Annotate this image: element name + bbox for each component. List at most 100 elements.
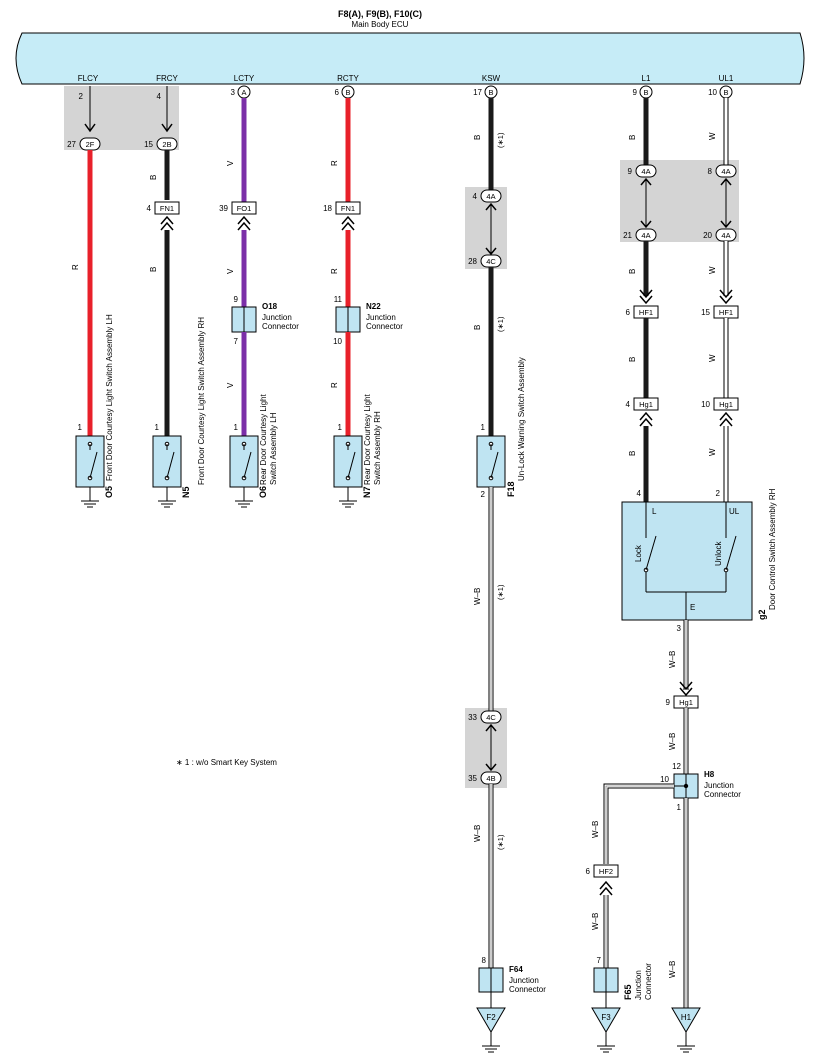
svg-text:(∗1): (∗1) bbox=[496, 584, 505, 600]
svg-text:Hg1: Hg1 bbox=[719, 400, 733, 409]
svg-text:B: B bbox=[345, 88, 350, 97]
svg-text:(∗1): (∗1) bbox=[496, 132, 505, 148]
svg-text:B: B bbox=[628, 357, 637, 362]
svg-text:4C: 4C bbox=[486, 257, 496, 266]
svg-text:B: B bbox=[473, 135, 482, 140]
ecu-subtitle: Main Body ECU bbox=[352, 20, 409, 29]
svg-text:F2: F2 bbox=[486, 1013, 496, 1022]
svg-text:V: V bbox=[226, 268, 235, 274]
svg-text:HF1: HF1 bbox=[719, 308, 733, 317]
svg-text:W–B: W–B bbox=[668, 651, 677, 668]
svg-text:Switch Assembly RH: Switch Assembly RH bbox=[373, 411, 382, 485]
terminal-flcy: FLCY bbox=[78, 74, 99, 83]
pin-frcy: 4 bbox=[157, 92, 162, 101]
svg-text:(∗1): (∗1) bbox=[496, 834, 505, 850]
svg-text:Un-Lock Warning Switch Assembl: Un-Lock Warning Switch Assembly bbox=[517, 357, 526, 481]
svg-text:B: B bbox=[643, 88, 648, 97]
svg-text:FN1: FN1 bbox=[341, 204, 355, 213]
svg-text:2F: 2F bbox=[86, 140, 95, 149]
svg-text:W–B: W–B bbox=[473, 588, 482, 605]
svg-text:R: R bbox=[71, 264, 80, 270]
svg-text:W–B: W–B bbox=[591, 913, 600, 930]
svg-text:Rear Door Courtesy Light: Rear Door Courtesy Light bbox=[259, 394, 268, 485]
svg-text:Rear Door Courtesy Light: Rear Door Courtesy Light bbox=[363, 394, 372, 485]
label-o6: O6 bbox=[258, 486, 268, 498]
svg-text:B: B bbox=[628, 451, 637, 456]
svg-text:W–B: W–B bbox=[591, 821, 600, 838]
connector-4c-ksw2 bbox=[480, 710, 502, 724]
svg-text:HF2: HF2 bbox=[599, 867, 613, 876]
ground-h1 bbox=[671, 1007, 701, 1033]
svg-text:1: 1 bbox=[155, 423, 160, 432]
svg-text:15: 15 bbox=[701, 308, 710, 317]
svg-text:20: 20 bbox=[703, 231, 712, 240]
svg-text:L: L bbox=[652, 507, 657, 516]
svg-text:Connector: Connector bbox=[262, 322, 299, 331]
svg-text:W: W bbox=[708, 354, 717, 362]
connector-fn1-frcy bbox=[154, 201, 180, 215]
svg-text:Junction: Junction bbox=[366, 313, 396, 322]
svg-text:H8: H8 bbox=[704, 770, 715, 779]
door-control-switch-g2 bbox=[621, 501, 753, 621]
svg-text:UL: UL bbox=[729, 507, 740, 516]
svg-text:W–B: W–B bbox=[668, 733, 677, 750]
label-o5: O5 bbox=[104, 486, 114, 498]
svg-text:Connector: Connector bbox=[704, 790, 741, 799]
svg-text:9: 9 bbox=[234, 295, 239, 304]
terminal-ksw: KSW bbox=[482, 74, 501, 83]
svg-text:Door Control Switch Assembly R: Door Control Switch Assembly RH bbox=[768, 488, 777, 610]
label-n5: N5 bbox=[181, 486, 191, 498]
connector-fo1 bbox=[231, 201, 257, 215]
ground-f3 bbox=[591, 1007, 621, 1033]
svg-text:3: 3 bbox=[677, 624, 682, 633]
connector-4a-l1 bbox=[635, 164, 657, 178]
svg-text:10: 10 bbox=[660, 775, 669, 784]
svg-text:7: 7 bbox=[597, 956, 602, 965]
svg-text:28: 28 bbox=[468, 257, 477, 266]
svg-text:11: 11 bbox=[334, 295, 343, 304]
svg-text:F3: F3 bbox=[601, 1013, 611, 1022]
svg-text:Connector: Connector bbox=[644, 963, 653, 1000]
svg-text:B: B bbox=[628, 269, 637, 274]
svg-text:8: 8 bbox=[708, 167, 713, 176]
wire-wb-h8-f65 bbox=[603, 783, 674, 864]
connector-hg1-l1 bbox=[633, 397, 659, 411]
svg-text:1: 1 bbox=[338, 423, 343, 432]
svg-text:B: B bbox=[473, 325, 482, 330]
label-g2: g2 bbox=[757, 609, 767, 620]
svg-text:FN1: FN1 bbox=[160, 204, 174, 213]
svg-text:Junction: Junction bbox=[509, 976, 539, 985]
svg-text:Front Door Courtesy Light Swit: Front Door Courtesy Light Switch Assembl… bbox=[197, 317, 206, 485]
svg-text:6: 6 bbox=[586, 867, 591, 876]
svg-text:R: R bbox=[330, 268, 339, 274]
svg-text:1: 1 bbox=[78, 423, 83, 432]
svg-text:W: W bbox=[708, 266, 717, 274]
svg-text:9: 9 bbox=[633, 88, 638, 97]
svg-text:E: E bbox=[690, 603, 695, 612]
svg-text:3: 3 bbox=[231, 88, 236, 97]
svg-text:17: 17 bbox=[473, 88, 482, 97]
ecu-title: F8(A), F9(B), F10(C) bbox=[338, 9, 422, 19]
svg-text:9: 9 bbox=[666, 698, 671, 707]
svg-text:Lock: Lock bbox=[634, 544, 643, 562]
svg-text:10: 10 bbox=[701, 400, 710, 409]
svg-text:Junction: Junction bbox=[634, 970, 643, 1000]
svg-text:Hg1: Hg1 bbox=[639, 400, 653, 409]
svg-text:10: 10 bbox=[333, 337, 342, 346]
svg-text:9: 9 bbox=[628, 167, 633, 176]
svg-text:15: 15 bbox=[144, 140, 153, 149]
svg-text:4A: 4A bbox=[641, 167, 650, 176]
label-f65: F65 bbox=[623, 984, 633, 1000]
svg-text:27: 27 bbox=[67, 140, 76, 149]
svg-text:B: B bbox=[723, 88, 728, 97]
svg-text:Switch Assembly LH: Switch Assembly LH bbox=[269, 412, 278, 485]
svg-text:4A: 4A bbox=[721, 231, 730, 240]
svg-text:8: 8 bbox=[482, 956, 487, 965]
svg-text:1: 1 bbox=[481, 423, 486, 432]
connector-hf2 bbox=[593, 864, 619, 878]
svg-text:4: 4 bbox=[473, 192, 478, 201]
svg-text:Junction: Junction bbox=[704, 781, 734, 790]
svg-text:7: 7 bbox=[234, 337, 239, 346]
svg-text:4A: 4A bbox=[721, 167, 730, 176]
svg-text:12: 12 bbox=[672, 762, 681, 771]
